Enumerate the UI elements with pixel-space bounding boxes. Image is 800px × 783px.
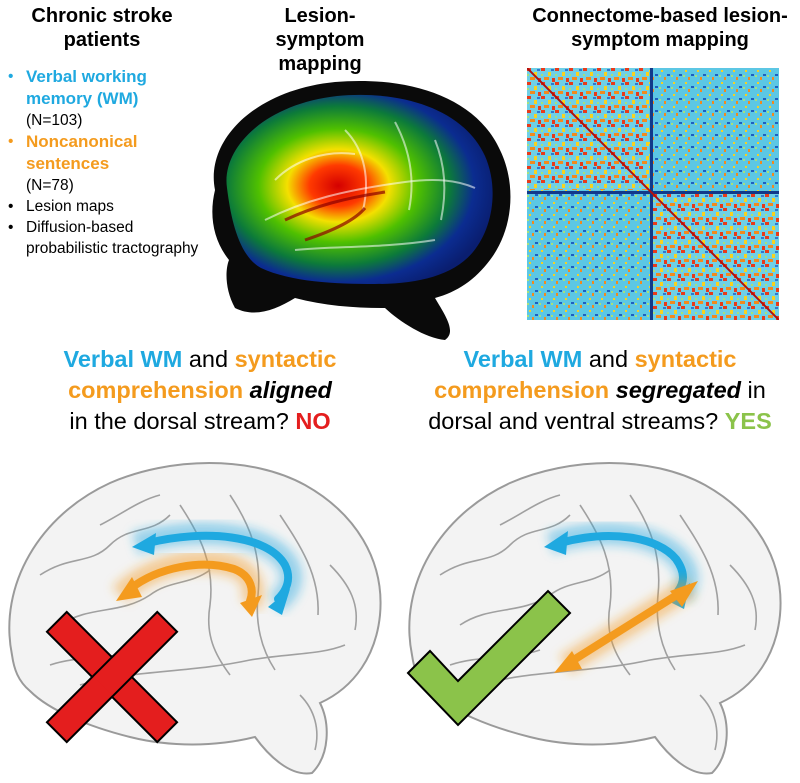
aligned-syntax-arrow bbox=[126, 560, 256, 605]
question-left: Verbal WM and syntactic comprehension al… bbox=[63, 346, 337, 434]
red-x-icon bbox=[45, 610, 179, 744]
arrowhead-orange-right bbox=[240, 595, 262, 617]
green-check-icon bbox=[406, 589, 572, 727]
list-item-verbal-wm: Verbal working memory (WM) (N=103) bbox=[6, 66, 211, 131]
arrowhead-blue-left bbox=[544, 531, 568, 555]
list-item-tractography: Diffusion-based probabilistic tractograp… bbox=[6, 217, 211, 259]
patients-heading: Chronic stroke patients bbox=[31, 5, 173, 51]
patient-list: Verbal working memory (WM) (N=103) Nonca… bbox=[6, 66, 211, 259]
arrowhead-blue-left bbox=[132, 533, 156, 555]
dorsal-stream-arrow bbox=[144, 531, 292, 603]
arrowhead-blue-right bbox=[268, 589, 290, 615]
arrowhead-orange-left bbox=[116, 577, 142, 601]
answer-yes: YES bbox=[724, 408, 772, 434]
list-item-lesion-maps: Lesion maps bbox=[6, 196, 211, 217]
connectome-matrix bbox=[527, 68, 779, 320]
question-right: Verbal WM and syntactic comprehension se… bbox=[428, 346, 772, 434]
clsm-heading: Connectome-based lesion-symptom mapping bbox=[532, 5, 788, 51]
lsm-heading: Lesion-symptom mapping bbox=[275, 5, 365, 75]
brain-outline bbox=[408, 462, 782, 775]
ventral-stream-arrow bbox=[568, 589, 684, 665]
brain-segregated-diagram bbox=[406, 462, 782, 775]
answer-no: NO bbox=[295, 408, 331, 434]
lesion-heatmap-brain bbox=[212, 80, 511, 340]
arrowhead-orange-high bbox=[670, 581, 698, 607]
brain-aligned-diagram bbox=[8, 462, 382, 775]
list-item-noncanonical: Noncanonical sentences (N=78) bbox=[6, 131, 211, 196]
arrowhead-orange-low bbox=[554, 651, 582, 673]
